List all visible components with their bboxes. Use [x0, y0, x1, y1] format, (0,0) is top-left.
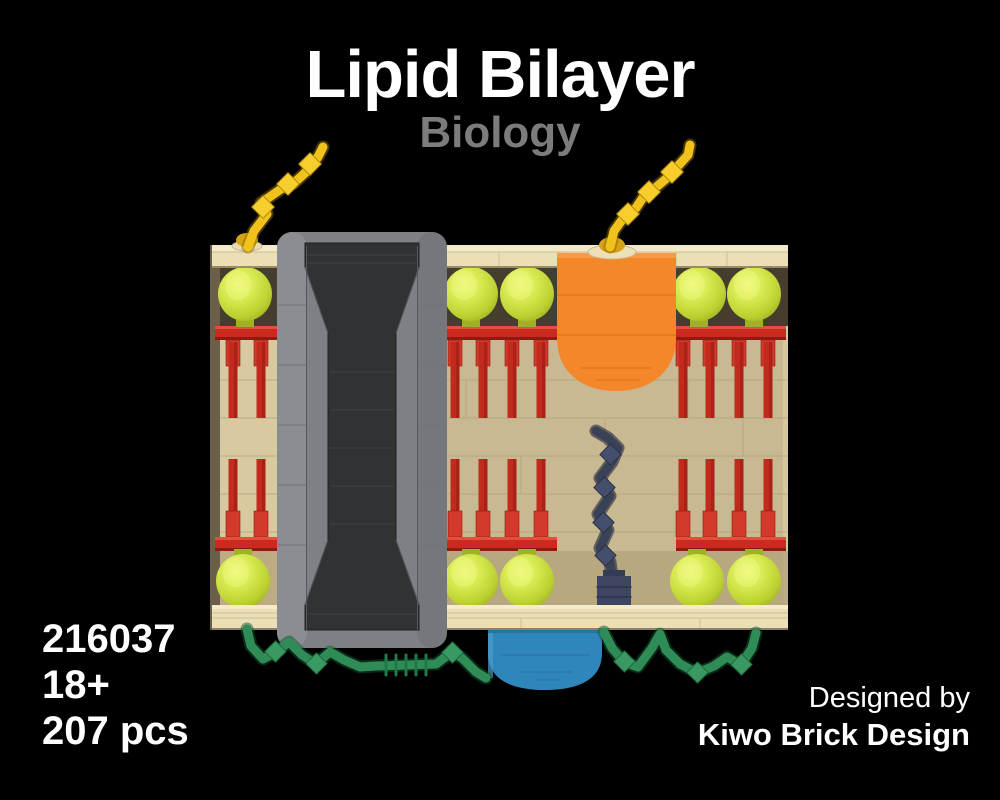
upper-leaflet: [215, 267, 786, 419]
lower-leaflet: [215, 458, 786, 608]
surface-protein-blue: [488, 630, 602, 690]
glycoprotein-chain-yellow-left: [231, 140, 330, 254]
cholesterol-zigzag-navy: [589, 424, 632, 607]
set-number: 216037: [42, 617, 176, 661]
piece-count: 207 pcs: [42, 709, 189, 753]
glycoprotein-chain-yellow-right: [603, 138, 697, 254]
set-info: 216037 18+ 207 pcs: [42, 616, 189, 754]
page-title: Lipid Bilayer: [305, 37, 695, 112]
designed-by-label: Designed by: [808, 682, 970, 714]
designer-name: Kiwo Brick Design: [697, 717, 970, 752]
age-rating: 18+: [42, 663, 110, 707]
model-left-edge: [210, 245, 222, 630]
page-subtitle: Biology: [419, 108, 581, 157]
designer-credit: Designed by Kiwo Brick Design: [698, 680, 970, 754]
glycolipid-chain-green: [240, 622, 763, 685]
surface-protein-orange: [557, 237, 676, 391]
channel-protein-gray: [277, 232, 447, 648]
fatty-acid-tails-top: [215, 326, 786, 419]
